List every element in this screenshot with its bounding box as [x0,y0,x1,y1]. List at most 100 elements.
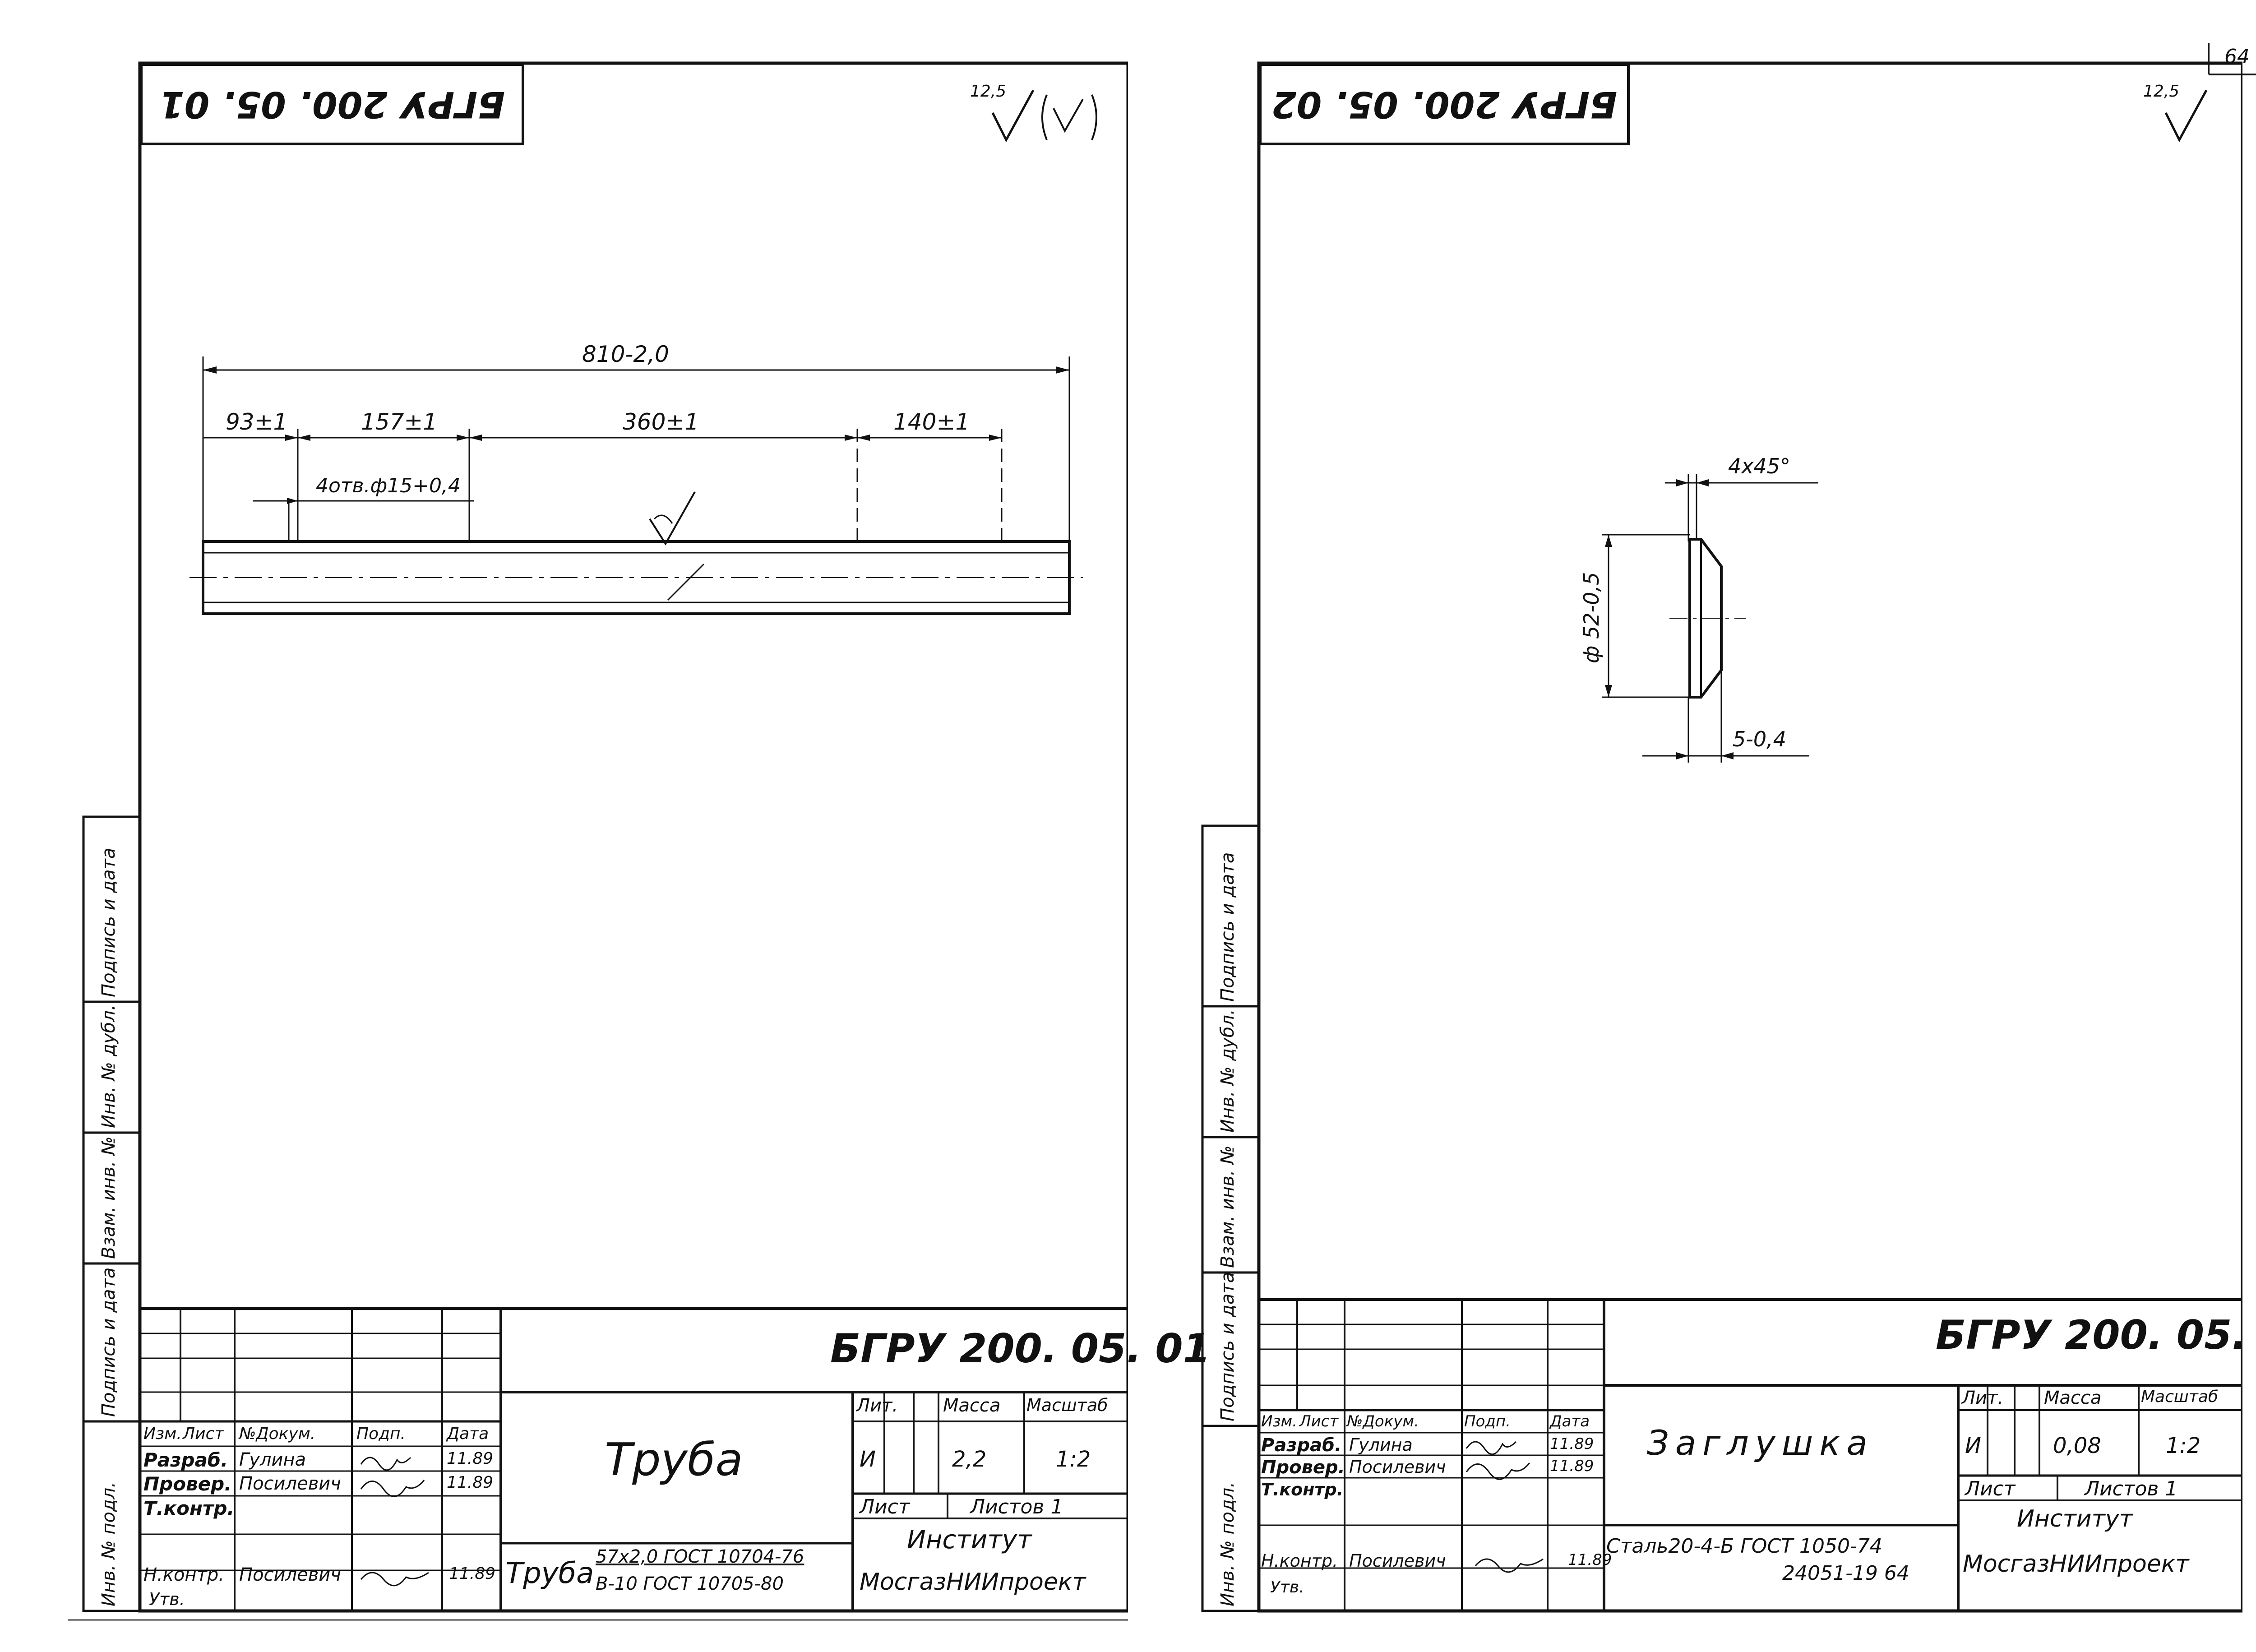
scale-label: Масштаб [1026,1395,1108,1415]
sheet-left-frame [138,61,1128,1613]
row-name: Гулина [1349,1435,1413,1455]
org-line1: Институт [2017,1505,2133,1532]
row-role: Н.контр. [1261,1551,1338,1571]
dim-seg3: 360±1 [623,409,699,435]
side-label-vzam: Взам. инв. № [98,1136,119,1259]
scale-value: 1:2 [2166,1433,2201,1458]
row-role: Т.контр. [143,1497,235,1519]
dim-thickness: 5-0,4 [1733,727,1787,751]
mass-label: Масса [943,1395,1001,1416]
org-line2: МосгазНИИпроект [860,1569,1086,1596]
side-label-podpis-2: Подпись и дата [1217,852,1238,1002]
lit-label: Лит. [856,1395,898,1416]
title-block-left [139,1307,1128,1612]
dim-seg4: 140±1 [893,409,970,435]
roughness-value-left: 12,5 [970,82,1007,101]
material-top: Сталь20-4-Б ГОСТ 1050-74 [1606,1535,1882,1558]
sheets-label: Листов 1 [2085,1477,2178,1500]
side-column-left [82,815,141,1612]
side-column-right [1201,824,1260,1612]
row-role: Разраб. [1261,1435,1342,1456]
material-word: Труба [505,1557,594,1590]
side-label-podpis-1: Подпись и дата [98,1267,119,1417]
row-role: Провер. [1261,1457,1345,1478]
material-top: 57x2,0 ГОСТ 10704-76 [596,1546,804,1567]
roughness-symbol-left [991,89,1097,143]
part-name-left: Труба [605,1433,743,1486]
dim-holes: 4отв.ф15+0,4 [316,474,461,497]
col-list: Лист [183,1425,224,1443]
mass-label: Масса [2044,1388,2102,1408]
col-data: Дата [1550,1412,1590,1430]
doc-code-right: БГРУ 200. 05. 02 [1936,1312,2256,1358]
row-date: 11.89 [447,1449,494,1468]
row-name: Посилевич [239,1564,341,1585]
sheet-right-linework [1201,61,2242,1613]
col-dokum: №Докум. [239,1425,316,1443]
col-list: Лист [1299,1412,1339,1430]
sheet-label: Лист [1965,1477,2016,1500]
mass-value: 0,08 [2053,1433,2101,1458]
side-label-dubl: Инв. № дубл. [98,1004,119,1128]
mirrored-title-box-left: БГРУ 200. 05. 01 [140,63,524,145]
side-label-inv-podl: Инв. № подл. [98,1482,119,1606]
row-name: Посилевич [1349,1457,1446,1477]
sheets-label: Листов 1 [970,1495,1063,1518]
col-data: Дата [447,1425,489,1443]
mass-value: 2,2 [952,1447,987,1472]
col-izm: Изм. [143,1425,182,1443]
row-date: 11.89 [447,1473,494,1492]
roughness-value-right: 12,5 [2143,82,2180,101]
pipe-drawing [190,356,1083,615]
col-dokum: №Докум. [1347,1412,1419,1430]
row-role: Провер. [143,1473,232,1495]
dim-diameter: ф 52-0,5 [1579,572,1604,663]
row-date: 11.89 [449,1564,496,1583]
scale-value: 1:2 [1056,1447,1091,1472]
org-line1: Институт [907,1525,1032,1555]
mirrored-title-right: БГРУ 200. 05. 02 [1271,83,1618,125]
lit-value: И [860,1447,876,1472]
doc-code-left: БГРУ 200. 05. 01 [830,1325,1211,1372]
row-date: 11.89 [1550,1457,1594,1475]
side-label-podpis-1: Подпись и дата [1217,1272,1238,1421]
dim-seg2: 157±1 [361,409,438,435]
sheet-label: Лист [860,1495,910,1518]
dim-seg1: 93±1 [226,409,288,435]
lit-label: Лит. [1962,1388,2004,1408]
material-bottom: 24051-19 64 [1782,1562,1909,1585]
plug-drawing [1602,474,1818,763]
side-label-podpis-2: Подпись и дата [98,847,119,997]
col-podp: Подп. [1464,1412,1511,1430]
dim-chamfer: 4x45° [1728,454,1791,478]
title-block-right [1257,1298,2242,1612]
row-role: Н.контр. [143,1564,224,1585]
dim-overall: 810-2,0 [582,341,669,367]
material-bottom: В-10 ГОСТ 10705-80 [596,1573,784,1594]
row-date: 11.89 [1550,1435,1594,1453]
org-line2: МосгазНИИпроект [1963,1550,2189,1578]
roughness-symbol-right [2164,89,2208,143]
sheet-left-linework [68,61,1128,1621]
row-role: Т.контр. [1261,1480,1344,1499]
col-izm: Изм. [1261,1412,1297,1430]
sheet-right-frame [1257,61,2242,1613]
row-role: Утв. [149,1589,185,1609]
row-name: Посилевич [1349,1551,1446,1571]
mirrored-title-box-right: БГРУ 200. 05. 02 [1259,63,1630,145]
side-label-dubl: Инв. № дубл. [1217,1009,1238,1133]
row-name: Посилевич [239,1473,341,1494]
side-label-inv-podl: Инв. № подл. [1217,1482,1238,1606]
drawing-sheet-left: БГРУ 200. 05. 01 12,5 810-2,0 93±1 157±1… [68,61,1211,1621]
part-name-right: Заглушка [1647,1423,1874,1463]
row-role: Разраб. [143,1449,228,1471]
side-label-vzam: Взам. инв. № [1217,1145,1238,1268]
col-podp: Подп. [356,1425,406,1443]
scale-label: Масштаб [2141,1388,2219,1406]
row-role: Утв. [1270,1578,1304,1596]
row-date: 11.89 [1568,1551,1612,1569]
lit-value: И [1965,1433,1981,1458]
drawing-sheet-right: БГРУ 200. 05. 02 12,5 4x45° ф 52-0,5 5-0… [1114,0,2256,1652]
row-name: Гулина [239,1449,306,1470]
